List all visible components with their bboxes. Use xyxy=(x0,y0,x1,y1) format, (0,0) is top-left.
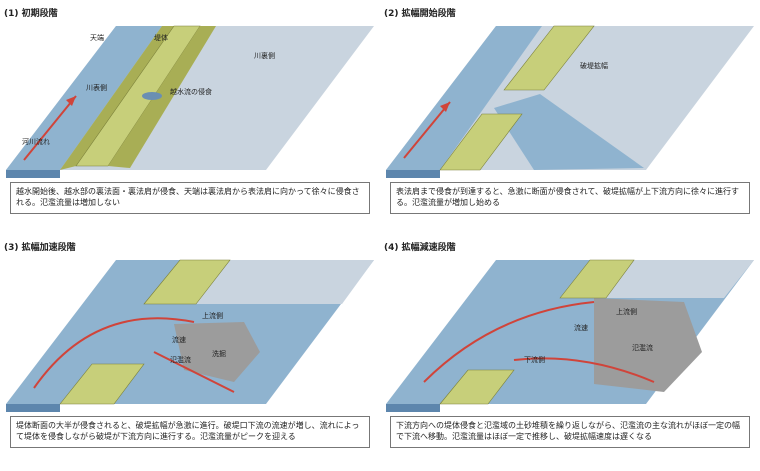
levee-upstream-section xyxy=(559,259,635,299)
label-river-flow: 河川流れ xyxy=(22,137,50,146)
stage-3-illustration: 上流側 流速 洗掘 氾濫流 xyxy=(6,259,374,412)
levee-riverside-slope xyxy=(60,26,174,170)
land-area xyxy=(174,260,374,304)
label-downstream-side: 下流側 xyxy=(524,355,545,364)
panel-stage-1: (1) 初期段階 天端 堤体 川裏側 川表側 越水流の侵食 河川流れ 越水開始後… xyxy=(4,6,376,236)
levee-upstream-section xyxy=(503,25,595,91)
stage-4-illustration: 上流側 流速 氾濫流 下流側 xyxy=(386,259,754,412)
flood-water xyxy=(494,94,644,170)
panel-caption: 下流方向への堤体侵食と氾濫域の土砂堆積を繰り返しながら、氾濫流の主な流れがほぼ一… xyxy=(390,416,750,448)
panel-title: (2) 拡幅開始段階 xyxy=(384,9,456,19)
label-riverside: 川表側 xyxy=(86,83,107,92)
panel-title: (4) 拡幅減速段階 xyxy=(384,243,456,253)
river-bank-edge xyxy=(6,170,60,178)
river-flow-arrow xyxy=(33,317,195,389)
scour-area xyxy=(174,322,260,382)
levee-landside-slope xyxy=(108,26,216,168)
label-embankment: 堤体 xyxy=(154,33,168,42)
panel-caption: 越水開始後、越水部の裏法面・裏法肩が侵食、天端は裏法肩から表法肩に向かって徐々に… xyxy=(10,182,370,214)
stage-2-illustration: 破堤拡幅 xyxy=(386,25,754,178)
river-bank-edge xyxy=(386,170,440,178)
panel-title: (3) 拡幅加速段階 xyxy=(4,243,76,253)
label-upstream-side: 上流側 xyxy=(616,307,637,316)
label-flood-flow: 氾濫流 xyxy=(170,355,191,364)
label-breach-widening: 破堤拡幅 xyxy=(580,61,608,70)
panel-stage-3: (3) 拡幅加速段階 上流側 流速 洗掘 氾濫流 堤体断面の大半が侵食されると、… xyxy=(4,240,376,470)
river-flow-arrow xyxy=(423,301,595,383)
label-flow-velocity: 流速 xyxy=(172,335,186,344)
overflow-point xyxy=(142,92,162,100)
label-crest: 天端 xyxy=(90,33,104,42)
river-bank-edge xyxy=(386,404,440,412)
levee-downstream-section xyxy=(439,113,523,171)
scour-area xyxy=(594,298,702,392)
levee-downstream-section xyxy=(439,369,515,405)
label-flood-flow: 氾濫流 xyxy=(632,343,653,352)
panel-caption: 堤体断面の大半が侵食されると、破堤拡幅が急激に進行。破堤口下流の流速が増し、流れ… xyxy=(10,416,370,448)
label-flow-velocity: 流速 xyxy=(574,323,588,332)
river-flow-arrow xyxy=(403,101,451,159)
levee-downstream-section xyxy=(59,363,145,405)
label-landside: 川裏側 xyxy=(254,51,275,60)
label-overflow-erosion: 越水流の侵食 xyxy=(170,87,212,96)
panel-title: (1) 初期段階 xyxy=(4,9,58,19)
label-scour: 洗掘 xyxy=(212,349,226,358)
flood-flow-arrow xyxy=(153,351,235,393)
label-upstream-side: 上流側 xyxy=(202,311,223,320)
river-flow-arrow xyxy=(23,95,77,161)
stage-1-illustration: 天端 堤体 川裏側 川表側 越水流の侵食 河川流れ xyxy=(6,25,374,178)
panel-stage-2: (2) 拡幅開始段階 破堤拡幅 表法肩まで侵食が到達すると、急激に断面が侵食され… xyxy=(384,6,756,236)
panel-caption: 表法肩まで侵食が到達すると、急激に断面が侵食されて、破堤拡幅が上下流方向に徐々に… xyxy=(390,182,750,214)
levee-upstream-section xyxy=(143,259,231,305)
river-bank-edge xyxy=(6,404,60,412)
flood-flow-arrow xyxy=(513,357,655,383)
panel-stage-4: (4) 拡幅減速段階 上流側 流速 氾濫流 下流側 下流方向への堤体侵食と氾濫域… xyxy=(384,240,756,470)
